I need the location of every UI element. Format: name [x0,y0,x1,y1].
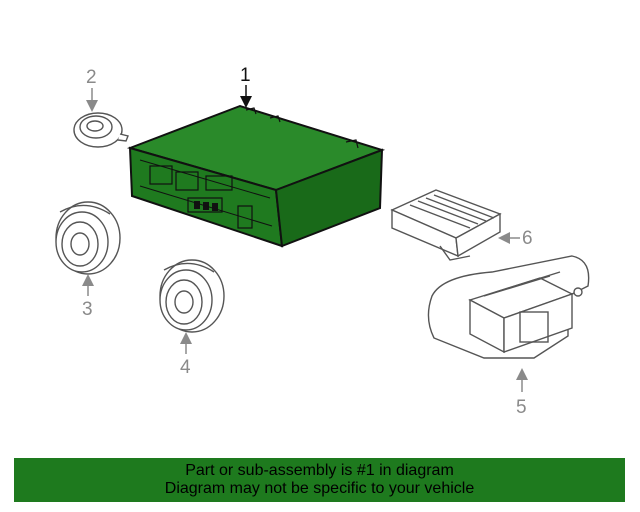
part-2-tweeter[interactable] [73,112,129,148]
parts-diagram [55,85,590,392]
part-3-speaker[interactable] [55,201,121,275]
callout-3[interactable]: 3 [82,299,93,320]
info-banner: Part or sub-assembly is #1 in diagram Di… [14,458,625,502]
part-4-speaker[interactable] [159,259,225,333]
part-5-bracket[interactable] [427,255,590,359]
callout-4[interactable]: 4 [180,357,191,378]
callout-2[interactable]: 2 [86,67,97,88]
part-6-amplifier[interactable] [390,189,502,261]
banner-line-1: Part or sub-assembly is #1 in diagram [185,462,454,479]
callout-1[interactable]: 1 [240,65,251,86]
part-1-module[interactable] [126,104,386,248]
callout-6[interactable]: 6 [522,228,533,249]
banner-line-2: Diagram may not be specific to your vehi… [164,480,475,497]
callout-5[interactable]: 5 [516,397,527,418]
